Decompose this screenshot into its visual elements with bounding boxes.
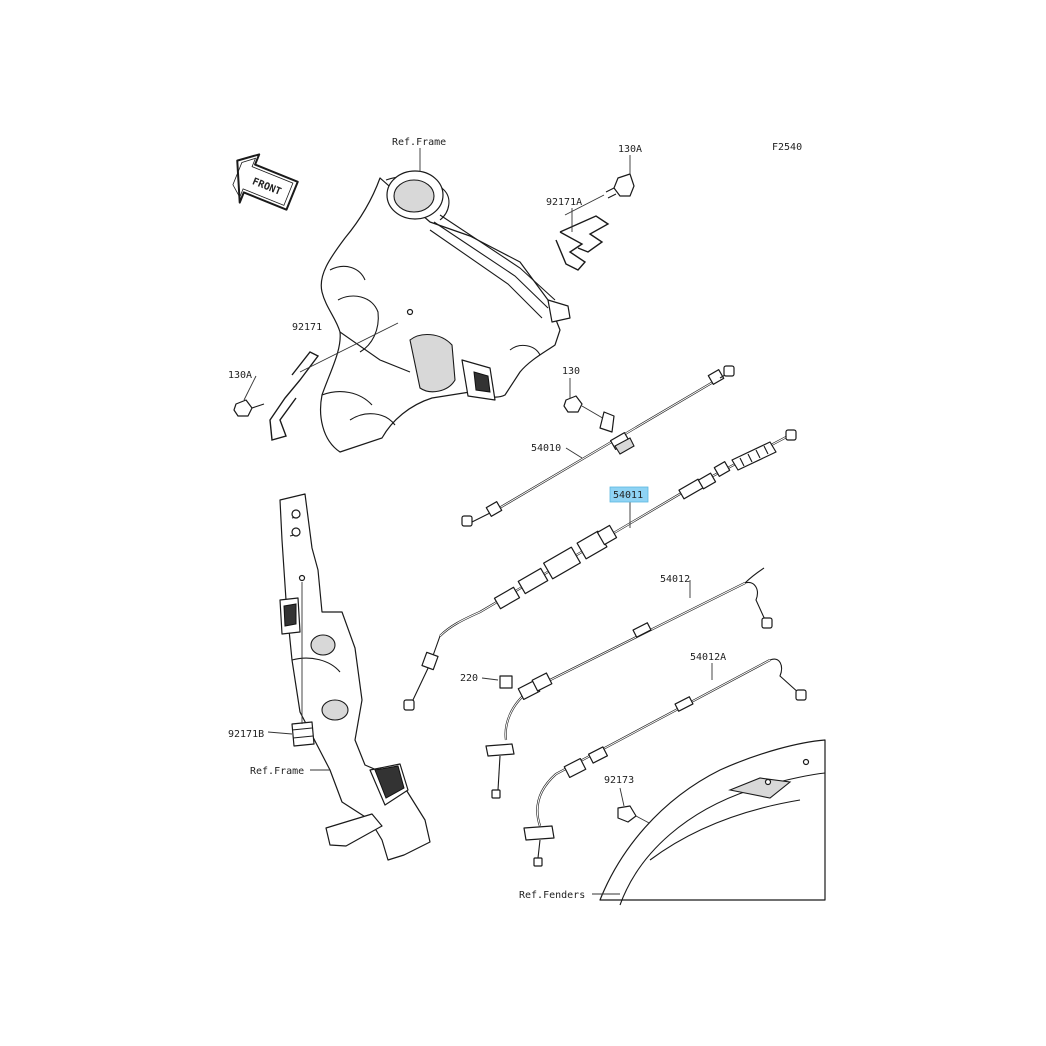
label-92171: 92171 bbox=[292, 322, 322, 333]
label-92171B: 92171B bbox=[228, 729, 264, 740]
upper-frame bbox=[319, 170, 571, 453]
label-54010: 54010 bbox=[531, 443, 561, 454]
label-54011-highlight bbox=[609, 486, 649, 503]
label-130A-top: 130A bbox=[618, 144, 642, 155]
ref-fenders-label: Ref.Fenders bbox=[519, 890, 585, 901]
label-54012A: 54012A bbox=[690, 652, 726, 663]
bolt-130 bbox=[563, 395, 615, 433]
label-130A-left: 130A bbox=[228, 370, 252, 381]
ref-frame-bottom-label: Ref.Frame bbox=[250, 766, 304, 777]
screw-220 bbox=[481, 675, 513, 689]
lower-frame bbox=[279, 493, 431, 861]
label-92171A: 92171A bbox=[546, 197, 582, 208]
clamp-92171A bbox=[555, 215, 610, 271]
diagram-code: F2540 bbox=[772, 142, 802, 153]
clamp-92171 bbox=[269, 322, 399, 441]
part-labels: Ref.Frame 130A 92171A 92171 130A 130 540… bbox=[228, 137, 726, 901]
cable-54010 bbox=[461, 365, 735, 527]
label-220: 220 bbox=[460, 673, 478, 684]
label-130: 130 bbox=[562, 366, 580, 377]
cable-54011 bbox=[403, 429, 797, 711]
bolt-130A-top bbox=[564, 173, 635, 216]
front-direction-arrow-icon: FRONT bbox=[232, 153, 299, 211]
rear-fender bbox=[599, 739, 826, 906]
label-54012: 54012 bbox=[660, 574, 690, 585]
clip-92171B bbox=[291, 582, 315, 747]
bolt-130A-left bbox=[233, 399, 265, 417]
cable-54012 bbox=[485, 567, 773, 799]
cable-54012A bbox=[523, 658, 807, 867]
leader-lines bbox=[243, 148, 713, 895]
label-92173: 92173 bbox=[604, 775, 634, 786]
label-54011[interactable]: 54011 bbox=[613, 490, 643, 501]
ref-frame-top-label: Ref.Frame bbox=[392, 137, 446, 148]
